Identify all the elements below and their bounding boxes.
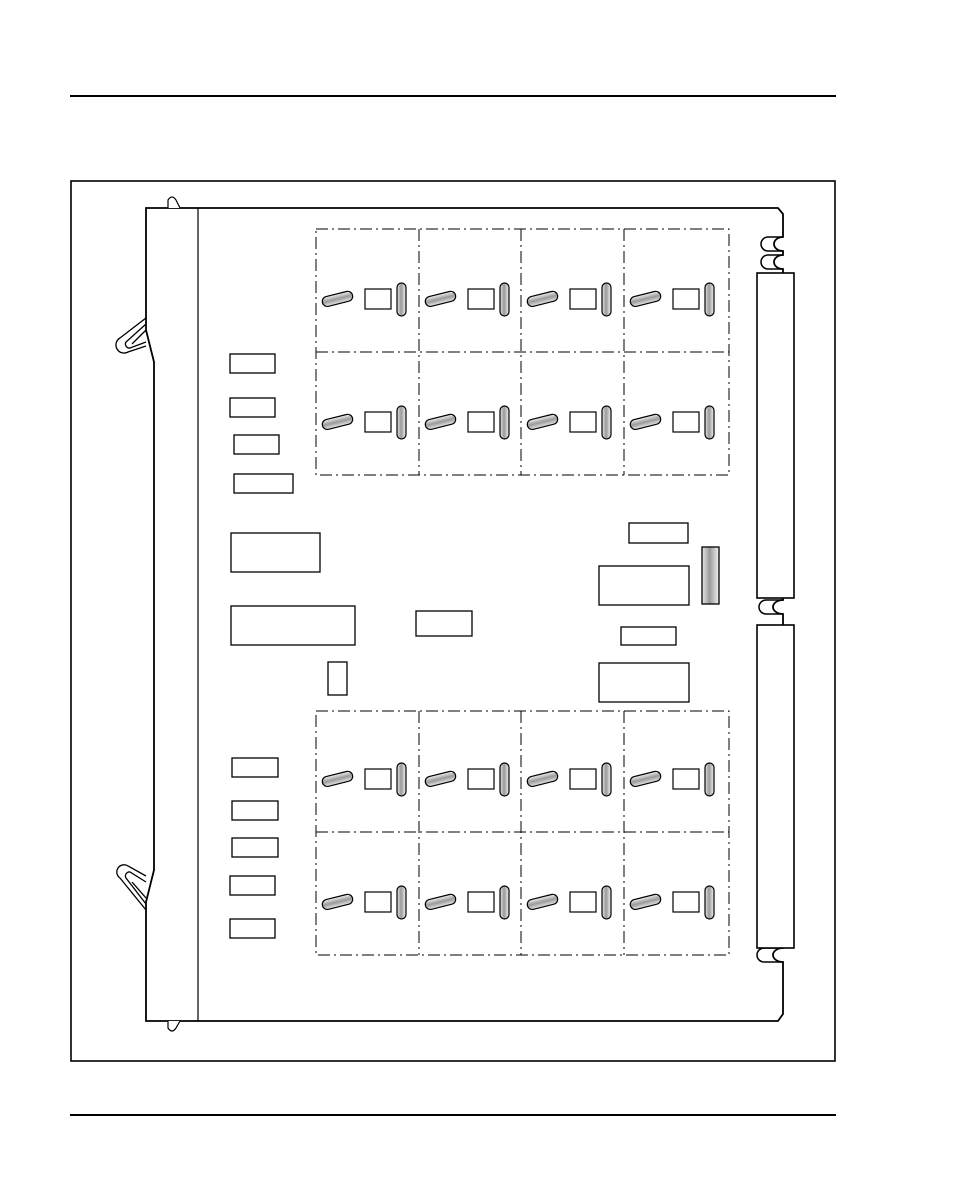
chip (230, 919, 275, 938)
chip (365, 892, 391, 912)
chip (599, 566, 689, 605)
chip (230, 398, 275, 417)
chip (328, 662, 347, 695)
chip (234, 435, 279, 454)
chip (621, 627, 676, 645)
chip (673, 412, 699, 432)
chip (468, 892, 494, 912)
chip (570, 412, 596, 432)
capacitor (602, 886, 611, 919)
chip (468, 412, 494, 432)
capacitor (602, 763, 611, 796)
chip (468, 289, 494, 309)
chip (230, 876, 275, 895)
capacitor (500, 283, 509, 316)
capacitor (397, 886, 406, 919)
chip (673, 289, 699, 309)
capacitor (397, 406, 406, 439)
capacitor (602, 283, 611, 316)
chip (232, 758, 278, 777)
chip (468, 769, 494, 789)
chip (570, 289, 596, 309)
capacitor (397, 283, 406, 316)
capacitor (500, 406, 509, 439)
capacitor (500, 886, 509, 919)
backplane-connector-upper (757, 273, 794, 598)
chip (416, 611, 472, 636)
chip (230, 354, 275, 373)
capacitor (705, 406, 714, 439)
chip (365, 289, 391, 309)
chip (232, 801, 278, 820)
chip (365, 769, 391, 789)
chip (231, 533, 320, 572)
chip (570, 769, 596, 789)
bottom-rule (70, 1114, 836, 1116)
capacitor (500, 763, 509, 796)
capacitor (602, 406, 611, 439)
chip (673, 769, 699, 789)
chip (234, 474, 293, 493)
chip (673, 892, 699, 912)
capacitor (705, 283, 714, 316)
chip (231, 606, 355, 645)
chip (570, 892, 596, 912)
capacitor (705, 886, 714, 919)
chip (365, 412, 391, 432)
backplane-connector-lower (757, 625, 794, 948)
chip (599, 663, 689, 702)
capacitor (397, 763, 406, 796)
chip (629, 523, 688, 543)
capacitor (705, 763, 714, 796)
chip (232, 838, 278, 857)
crystal (702, 547, 719, 604)
